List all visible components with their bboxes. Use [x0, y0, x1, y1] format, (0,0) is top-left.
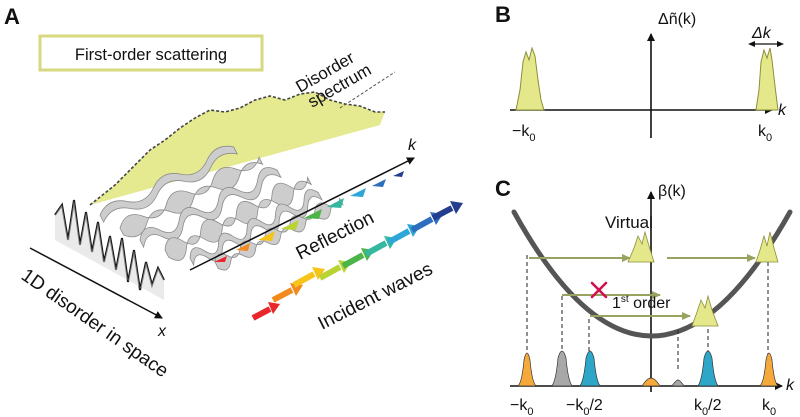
ribbon-3	[139, 167, 282, 249]
c-tick-neg-k0-sub: 0	[527, 406, 533, 417]
dispersion-curve	[511, 209, 793, 339]
c-tick-neg-k0: −k0	[510, 397, 533, 417]
virtual-packet-center	[627, 230, 655, 263]
incident-arrow-orange	[271, 287, 294, 303]
panel-a-label: A	[4, 4, 20, 29]
incident-arrow-lime	[318, 264, 342, 281]
c-x-label: k	[786, 377, 795, 394]
ribbon-1	[99, 145, 239, 224]
incident-arrow-green	[341, 252, 365, 269]
delta-k-arrow-right-head	[777, 41, 784, 47]
incident-arrow-orange-head	[290, 283, 303, 296]
packet-cyan-left	[579, 350, 601, 387]
title-box: First-order scattering	[38, 34, 264, 72]
reflected-arrow-lime	[281, 220, 299, 230]
reflected-arrow-orange	[236, 243, 250, 251]
b-peak-right	[755, 47, 779, 111]
panel-c: C β(k) k Virtual 1st order	[495, 176, 795, 417]
virtual-packet-right	[755, 231, 779, 263]
c-tick-pos-half-main: k	[694, 397, 703, 414]
ribbon-2	[119, 156, 264, 238]
first-order-rest: order	[629, 295, 671, 312]
packet-cyan-right	[697, 350, 719, 387]
forbidden-cross	[590, 281, 608, 299]
c-tick-pos-k0: k0	[762, 397, 776, 417]
c-tick-neg-half-sub: 0	[583, 406, 589, 417]
incident-arrow-red-head	[268, 302, 280, 314]
packet-orange-left	[517, 352, 537, 387]
reflected-arrow-cyan	[350, 188, 366, 197]
c-tick-pos-k0-sub: 0	[770, 406, 776, 417]
panel-b: B Δñ(k) k Δk −k0 k0	[495, 2, 787, 144]
incident-arrow-teal	[364, 240, 388, 257]
x-axis-label: x	[157, 323, 167, 340]
x-axis-arrow	[29, 247, 163, 319]
reflected-arrow-yellow	[258, 231, 275, 241]
c-tick-pos-half-sub: 0	[702, 406, 708, 417]
reflected-arrow-blue	[372, 179, 386, 187]
disorder-spectrum-outline	[89, 91, 385, 206]
disorder-profile-shadow	[55, 200, 164, 300]
reflected-arrow-green	[304, 209, 322, 219]
axis-packets	[517, 350, 779, 387]
k-axis-label: k	[408, 137, 417, 154]
incident-arrows	[251, 201, 463, 321]
b-x-label: k	[778, 102, 787, 119]
c-tick-neg-half-main: −k	[566, 397, 584, 414]
panel-c-label: C	[495, 176, 511, 201]
delta-k-label: Δk	[751, 25, 772, 42]
reflected-arrows	[214, 171, 404, 262]
incident-arrow-cyan	[387, 228, 411, 245]
incident-arrow-blue	[410, 216, 434, 233]
reflected-arrow-teal	[327, 198, 344, 208]
incident-arrow-yellow-head	[312, 267, 325, 280]
c-tick-pos-half-rest: /2	[708, 397, 721, 414]
first-order-label: 1st order	[612, 294, 671, 312]
ribbon-5	[189, 189, 323, 267]
b-tick-neg-k0-main: −k	[512, 123, 530, 140]
virtual-label: Virtual	[605, 213, 653, 232]
c-y-label: β(k)	[658, 183, 686, 200]
first-order-num: 1	[612, 295, 621, 312]
packet-gray-left	[551, 350, 573, 387]
reflected-arrow-navy	[393, 171, 404, 177]
c-tick-pos-k0-main: k	[762, 397, 771, 414]
b-tick-neg-k0-sub: 0	[529, 132, 535, 144]
c-tick-neg-half-rest: /2	[589, 397, 602, 414]
b-tick-neg-k0: −k0	[512, 123, 535, 144]
packet-orange-center	[641, 377, 661, 387]
b-peak-left	[515, 46, 545, 111]
incident-arrow-navy	[431, 205, 454, 221]
reflected-arrow-red	[214, 256, 227, 262]
box-title: First-order scattering	[75, 46, 227, 64]
c-tick-neg-half: −k0/2	[566, 397, 603, 417]
panel-b-label: B	[495, 2, 511, 27]
c-tick-neg-k0-main: −k	[510, 397, 528, 414]
b-tick-pos-k0: k0	[758, 123, 772, 144]
spectrum-pointer	[339, 71, 396, 109]
incident-arrow-red	[251, 306, 272, 321]
delta-k-arrow-left-head	[748, 41, 755, 47]
c-tick-pos-half: k0/2	[694, 397, 722, 417]
b-tick-pos-k0-main: k	[758, 123, 767, 140]
packet-orange-right	[759, 352, 779, 387]
first-order-packet	[691, 294, 719, 327]
b-y-label: Δñ(k)	[658, 11, 696, 28]
k-axis-arrow	[189, 157, 415, 271]
incident-arrow-yellow	[292, 271, 316, 288]
incident-arrow-navy-head	[450, 201, 463, 214]
first-order-sup: st	[621, 294, 629, 305]
panel-a: A First-order scattering Disorder spectr…	[4, 4, 463, 382]
packet-gray-center	[671, 379, 685, 387]
b-tick-pos-k0-sub: 0	[766, 132, 772, 144]
